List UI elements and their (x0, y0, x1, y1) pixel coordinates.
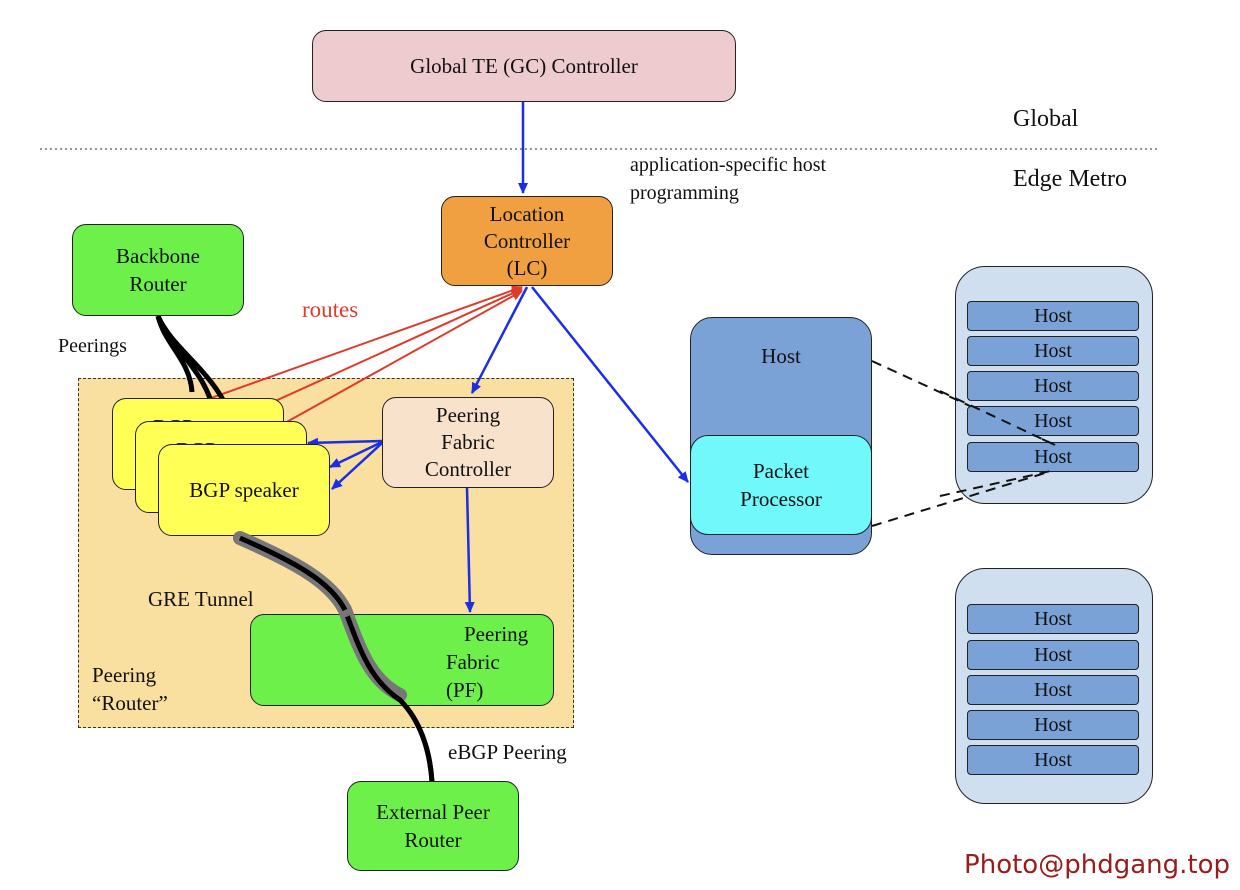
host-g1-row-5: Host (967, 442, 1139, 472)
host-g1-row-2: Host (967, 336, 1139, 366)
host-g1-row-3: Host (967, 371, 1139, 401)
bgp-speaker: BGP speaker (158, 444, 330, 536)
host-g2-row-5: Host (967, 745, 1139, 775)
host-main-label: Host (761, 344, 801, 368)
host-g1-row-4: Host (967, 406, 1139, 436)
bgp-speaker-label: BGP speaker (189, 478, 299, 502)
dashed-host-link-bottom (871, 469, 1056, 527)
host-g2-row-1: Host (967, 604, 1139, 634)
peering-router-label-line1: Peering (92, 663, 157, 687)
peerings-label: Peerings (58, 335, 127, 357)
arrow-pfc-to-bgp-1 (307, 437, 383, 448)
gre-tunnel-label: GRE Tunnel (148, 587, 254, 611)
lc-line-3: (LC) (506, 255, 548, 280)
arrow-pfc-to-pf (464, 487, 475, 613)
backbone-router: Backbone Router (72, 224, 244, 316)
arrow-pfc-to-bgp-2 (329, 440, 383, 469)
arrow-lc-to-pfc (470, 286, 529, 394)
packet-processor: Packet Processor (690, 435, 872, 535)
external-peer-router: External Peer Router (347, 781, 519, 871)
ebgp-peering-label: eBGP Peering (448, 740, 567, 764)
host-g1-row-1: Host (967, 301, 1139, 331)
arrow-pfc-to-bgp-3 (331, 442, 383, 490)
lc-line-2: Controller (483, 228, 571, 253)
watermark: Photo@phdgang.top (964, 850, 1230, 880)
pf-line-2: Fabric (446, 650, 500, 674)
arrow-route-1 (199, 285, 523, 403)
backbone-router-line-2: Router (129, 272, 187, 296)
backbone-router-line-1: Backbone (116, 244, 200, 268)
packet-processor-line-1: Packet (753, 459, 809, 483)
pfc-line-3: Controller (424, 457, 512, 481)
edge-metro-label: Edge Metro (1013, 166, 1127, 192)
global-label: Global (1013, 106, 1079, 132)
location-controller: Location Controller (LC) (441, 196, 613, 286)
arrow-lc-to-packet-processor (531, 286, 689, 483)
host-g2-row-3: Host (967, 675, 1139, 705)
global-te-controller-label: Global TE (GC) Controller (410, 54, 638, 78)
pfc-line-2: Fabric (441, 430, 495, 454)
host-programming-annotation-line2: programming (630, 182, 739, 204)
pfc-line-1: Peering (435, 403, 501, 427)
peering-router-label-line2: “Router” (92, 691, 168, 715)
pf-line-3: (PF) (446, 678, 484, 702)
pf-line-1: Peering (464, 622, 529, 646)
host-g2-row-2: Host (967, 640, 1139, 670)
host-g2-row-4: Host (967, 710, 1139, 740)
packet-processor-line-2: Processor (740, 487, 822, 511)
peering-fabric-controller: Peering Fabric Controller (382, 397, 554, 488)
global-te-controller: Global TE (GC) Controller (312, 30, 736, 102)
routes-label: routes (302, 297, 359, 322)
external-peer-line-2: Router (404, 828, 462, 852)
lc-line-1: Location (489, 201, 565, 226)
external-peer-line-1: External Peer (376, 800, 490, 824)
host-programming-annotation-line1: application-specific host (630, 154, 827, 176)
